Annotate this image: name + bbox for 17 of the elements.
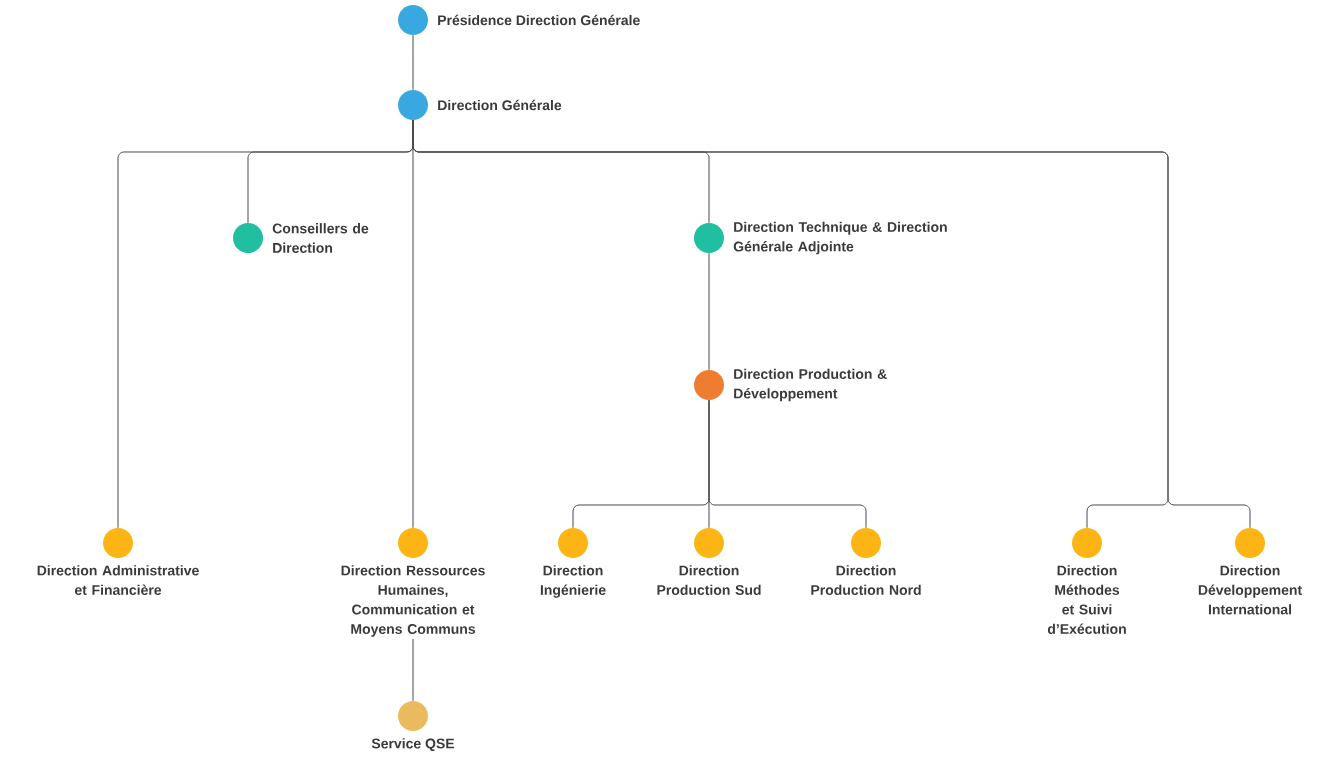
node-label: Direction Développement International [1198, 565, 1302, 615]
node-label: Service QSE [371, 738, 455, 752]
node-label: Direction Production Nord [811, 565, 921, 595]
connector-line [412, 638, 414, 702]
node-label: Direction Ingénierie [540, 565, 606, 598]
connector-line [708, 399, 867, 529]
connector-line [708, 252, 710, 371]
node-label: Direction Générale [438, 99, 562, 111]
node-label: Direction Technique & Direction Générale Adjointe [733, 221, 947, 255]
node-label: Direction Production Sud [657, 565, 761, 595]
node-label: Direction Méthodes et Suivi d’Exécution [1047, 565, 1126, 634]
node-label: Présidence Direction Générale [438, 14, 640, 26]
node-label: Direction Production & Développement [734, 368, 887, 402]
node-label: Conseillers de Direction [272, 223, 369, 253]
node-label: Direction Administrative et Financière [37, 565, 199, 595]
connector-line [412, 34, 414, 91]
node-label: Direction Ressources Humaines, Communication et Moyens Communs [341, 565, 485, 637]
